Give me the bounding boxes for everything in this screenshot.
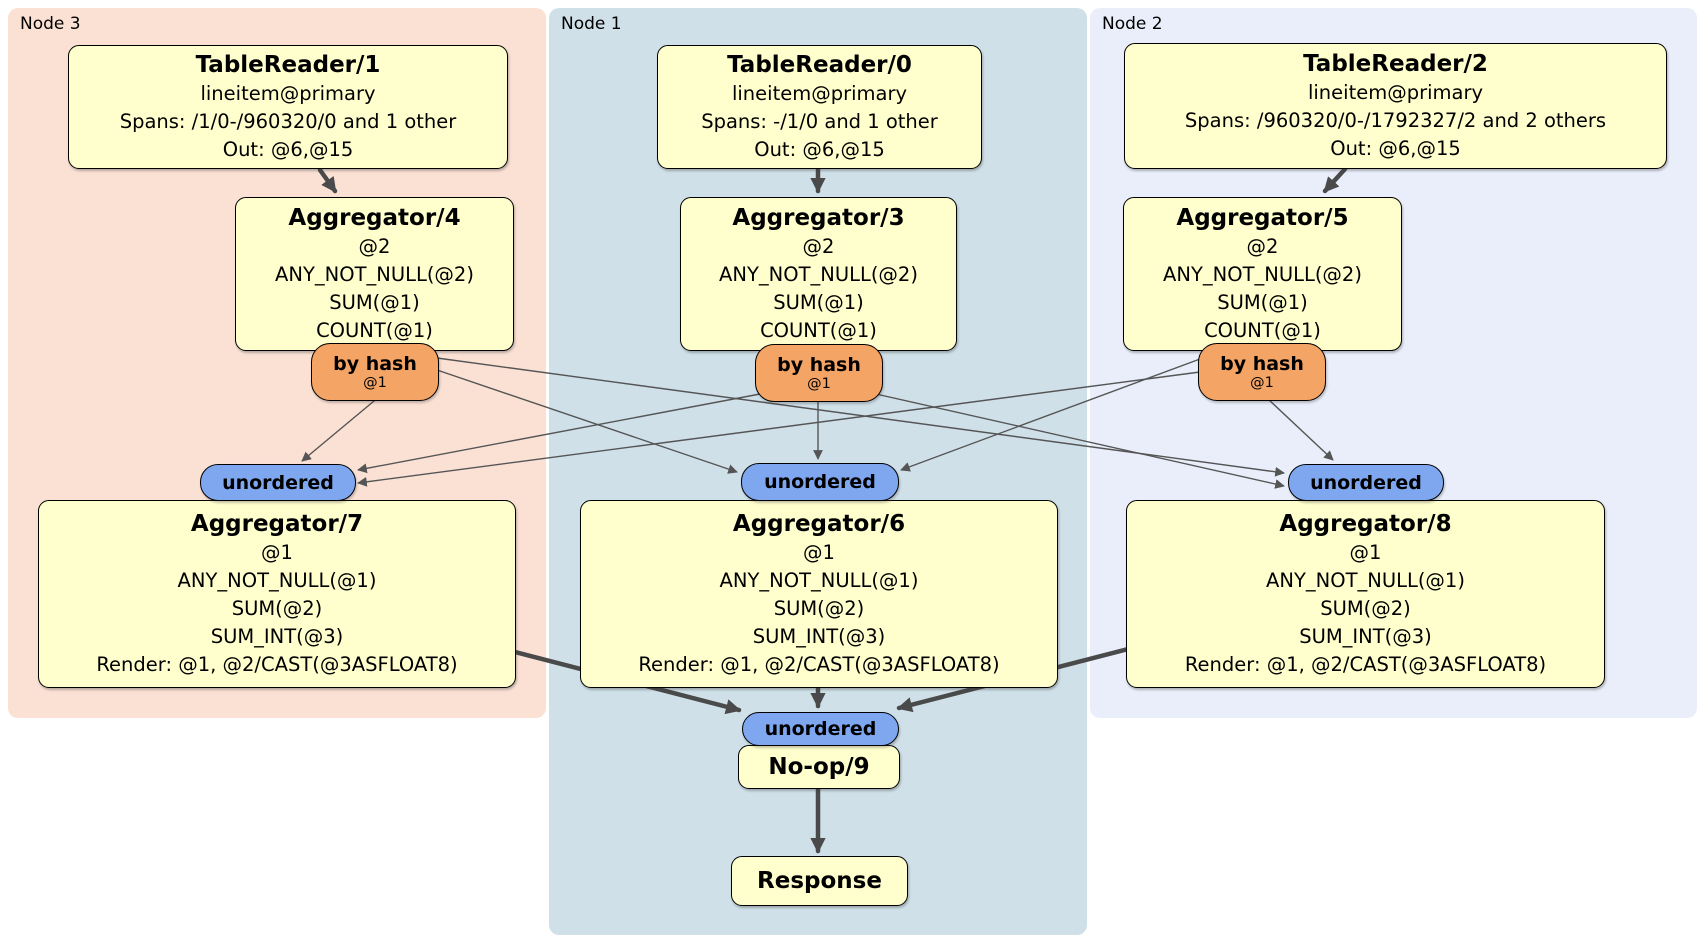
- processor-detail-line: SUM(@2): [773, 597, 865, 620]
- processor-detail-line: SUM_INT(@3): [210, 625, 344, 648]
- router-key: @1: [363, 374, 387, 391]
- processor-detail-line: Out: @6,@15: [1330, 137, 1461, 160]
- processor-box-aggregator-7: Aggregator/7 @1 ANY_NOT_NULL(@1) SUM(@2)…: [38, 500, 516, 688]
- processor-title: TableReader/0: [727, 52, 912, 78]
- processor-detail-line: ANY_NOT_NULL(@2): [1163, 263, 1362, 286]
- processor-detail-line: @2: [358, 235, 391, 258]
- sync-label: unordered: [1310, 471, 1422, 494]
- sync-label: unordered: [222, 471, 334, 494]
- processor-box-aggregator-3: Aggregator/3 @2 ANY_NOT_NULL(@2) SUM(@1)…: [680, 197, 957, 351]
- processor-title: Aggregator/6: [732, 511, 906, 537]
- router-label: by hash: [1220, 352, 1304, 375]
- edge-router1-sync2: [875, 393, 1285, 489]
- router-by-hash-node1: by hash @1: [755, 344, 883, 402]
- sync-unordered-node2: unordered: [1288, 464, 1444, 501]
- region-node-3-label: Node 3: [20, 14, 81, 34]
- processor-detail-line: ANY_NOT_NULL(@1): [177, 569, 377, 592]
- sync-label: unordered: [764, 718, 877, 740]
- processor-detail-line: COUNT(@1): [1204, 319, 1321, 342]
- sync-label: unordered: [764, 471, 876, 493]
- processor-detail-line: Out: @6,@15: [222, 138, 354, 161]
- edge-router2-sync1: [900, 358, 1201, 472]
- processor-detail-line: SUM_INT(@3): [752, 625, 886, 648]
- processor-title: No-op/9: [768, 754, 870, 780]
- processor-detail-line: @1: [1349, 541, 1382, 564]
- processor-detail-line: COUNT(@1): [760, 319, 877, 342]
- processor-title: Response: [757, 868, 882, 894]
- processor-title: Aggregator/3: [732, 205, 905, 231]
- processor-box-response: Response: [731, 856, 908, 906]
- router-key: @1: [1250, 374, 1274, 391]
- edge-router1-sync3: [357, 393, 761, 474]
- router-label: by hash: [777, 353, 861, 376]
- region-node-2-label: Node 2: [1102, 14, 1163, 34]
- sync-unordered-node1: unordered: [741, 463, 899, 501]
- region-node-1-label: Node 1: [561, 14, 622, 34]
- processor-title: Aggregator/5: [1176, 205, 1349, 231]
- processor-detail-line: Spans: /1/0-/960320/0 and 1 other: [119, 110, 457, 133]
- edge-tablereader2-aggregator5: [1322, 166, 1348, 194]
- processor-detail-line: ANY_NOT_NULL(@1): [1266, 569, 1465, 592]
- processor-detail-line: Out: @6,@15: [754, 138, 885, 161]
- processor-box-aggregator-5: Aggregator/5 @2 ANY_NOT_NULL(@2) SUM(@1)…: [1123, 197, 1402, 351]
- processor-detail-line: SUM(@2): [1320, 597, 1411, 620]
- router-by-hash-node2: by hash @1: [1198, 343, 1326, 401]
- processor-detail-line: COUNT(@1): [316, 319, 433, 342]
- sync-unordered-node3: unordered: [200, 464, 356, 501]
- processor-detail-line: lineitem@primary: [200, 82, 376, 105]
- edge-router3-sync3: [301, 395, 381, 462]
- processor-title: TableReader/2: [1303, 51, 1488, 77]
- processor-box-tablereader-1: TableReader/1 lineitem@primary Spans: /1…: [68, 45, 508, 169]
- processor-detail-line: SUM(@1): [1217, 291, 1308, 314]
- processor-detail-line: SUM_INT(@3): [1299, 625, 1432, 648]
- processor-title: Aggregator/8: [1279, 511, 1452, 537]
- processor-box-aggregator-6: Aggregator/6 @1 ANY_NOT_NULL(@1) SUM(@2)…: [580, 500, 1058, 688]
- processor-box-tablereader-0: TableReader/0 lineitem@primary Spans: -/…: [657, 45, 982, 169]
- edge-router2-sync3: [357, 371, 1201, 487]
- processor-detail-line: SUM(@2): [231, 597, 323, 620]
- processor-detail-line: @1: [803, 541, 835, 564]
- processor-detail-line: @2: [1246, 235, 1279, 258]
- processor-box-aggregator-8: Aggregator/8 @1 ANY_NOT_NULL(@1) SUM(@2)…: [1126, 500, 1605, 688]
- processor-detail-line: ANY_NOT_NULL(@2): [275, 263, 474, 286]
- processor-detail-line: SUM(@1): [773, 291, 864, 314]
- processor-title: Aggregator/4: [288, 205, 461, 231]
- router-label: by hash: [333, 352, 417, 375]
- processor-detail-line: @1: [261, 541, 293, 564]
- processor-title: TableReader/1: [195, 52, 381, 78]
- processor-box-aggregator-4: Aggregator/4 @2 ANY_NOT_NULL(@2) SUM(@1)…: [235, 197, 514, 351]
- sync-unordered-final: unordered: [742, 712, 899, 746]
- processor-detail-line: @2: [802, 235, 835, 258]
- processor-detail-line: lineitem@primary: [1307, 81, 1484, 104]
- edge-tablereader1-aggregator4: [317, 167, 338, 194]
- processor-detail-line: Render: @1, @2/CAST(@3ASFLOAT8): [96, 653, 458, 676]
- processor-detail-line: ANY_NOT_NULL(@1): [719, 569, 919, 592]
- edge-router2-sync2: [1267, 398, 1334, 461]
- edge-router3-sync1: [436, 369, 738, 474]
- processor-detail-line: Render: @1, @2/CAST(@3ASFLOAT8): [1184, 653, 1547, 676]
- processor-box-tablereader-2: TableReader/2 lineitem@primary Spans: /9…: [1124, 43, 1667, 169]
- router-key: @1: [807, 375, 831, 392]
- processor-detail-line: ANY_NOT_NULL(@2): [719, 263, 918, 286]
- processor-box-noop-9: No-op/9: [738, 745, 900, 789]
- processor-detail-line: lineitem@primary: [731, 82, 908, 105]
- processor-detail-line: Spans: -/1/0 and 1 other: [701, 110, 938, 133]
- processor-detail-line: Spans: /960320/0-/1792327/2 and 2 others: [1184, 109, 1607, 132]
- processor-detail-line: SUM(@1): [329, 291, 420, 314]
- processor-title: Aggregator/7: [190, 511, 364, 537]
- processor-detail-line: Render: @1, @2/CAST(@3ASFLOAT8): [638, 653, 1000, 676]
- router-by-hash-node3: by hash @1: [311, 343, 439, 401]
